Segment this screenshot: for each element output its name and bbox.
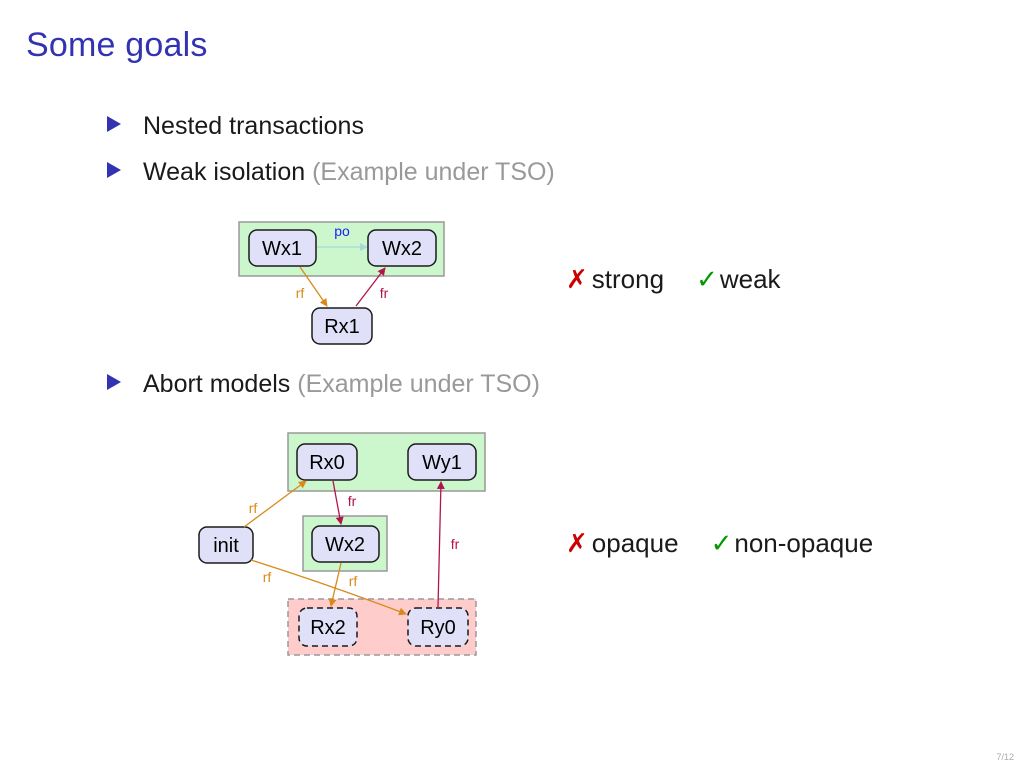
node-rx1-label: Rx1 <box>324 316 360 338</box>
node-wx2 <box>311 525 380 563</box>
bullet-arrow-icon <box>107 162 121 178</box>
fr-label-ry0-wy1: fr <box>451 536 460 552</box>
verdict-abort-models: ✗opaque ✓non-opaque <box>566 528 873 559</box>
rf-edge-wx2-rx2 <box>328 562 342 607</box>
bullet-arrow-icon <box>107 374 121 390</box>
node-wx2-label: Wx2 <box>382 238 422 260</box>
node-init <box>198 526 254 564</box>
bullet-weak-isolation: Weak isolation (Example under TSO) <box>107 158 555 187</box>
cross-icon: ✗ <box>566 528 588 558</box>
node-rx1 <box>311 307 373 345</box>
check-icon: ✓ <box>696 264 718 294</box>
node-wy1 <box>407 443 477 481</box>
node-wx1-label: Wx1 <box>262 238 302 260</box>
node-ry0 <box>407 607 469 647</box>
node-ry0-label: Ry0 <box>420 617 456 639</box>
node-rx0-label: Rx0 <box>309 452 345 474</box>
node-rx0 <box>296 443 358 481</box>
check-icon: ✓ <box>710 528 733 558</box>
rf-label-init-rx0: rf <box>249 500 258 516</box>
rf-label-wx2-rx2: rf <box>349 573 358 589</box>
bullet-note: (Example under TSO) <box>305 158 555 186</box>
verdict-fail-label: strong <box>591 264 665 294</box>
rf-label: rf <box>296 285 305 301</box>
verdict-weak-isolation: ✗strong ✓weak <box>566 264 781 295</box>
fr-edge-rx0-wx2 <box>332 480 344 525</box>
node-wy1-label: Wy1 <box>422 452 462 474</box>
rf-label-init-ry0: rf <box>263 569 272 585</box>
diagram-abort-models: Rx0 Wy1 init Wx2 Rx2 Ry0 rf fr fr rf rf <box>198 432 486 656</box>
node-rx2-label: Rx2 <box>310 617 346 639</box>
bullet-note: (Example under TSO) <box>290 370 540 398</box>
bullet-nested-transactions: Nested transactions <box>107 112 364 141</box>
diagram-weak-isolation: po Wx1 Wx2 Rx1 rf fr <box>238 221 445 345</box>
fr-label: fr <box>380 285 389 301</box>
fr-edge <box>355 267 386 307</box>
node-wx2-label: Wx2 <box>325 534 365 556</box>
bullet-text: Weak isolation <box>143 158 306 186</box>
bullet-abort-models: Abort models (Example under TSO) <box>107 370 540 399</box>
node-init-label: init <box>213 535 239 557</box>
fr-edge-ry0-wy1 <box>436 481 445 608</box>
fr-label-rx0-wx2: fr <box>348 493 357 509</box>
node-rx2 <box>298 607 358 647</box>
cross-icon: ✗ <box>566 264 588 294</box>
page-number: 7/12 <box>996 752 1014 762</box>
rf-edge-init-ry0 <box>250 559 407 616</box>
bullet-text: Nested transactions <box>143 112 364 140</box>
slide-title: Some goals <box>26 26 208 64</box>
verdict-fail-label: opaque <box>591 528 679 558</box>
rf-edge <box>299 266 328 307</box>
verdict-pass-label: weak <box>719 264 781 294</box>
po-label: po <box>334 223 350 239</box>
rf-edge-init-rx0 <box>243 480 307 528</box>
node-wx1 <box>248 229 317 267</box>
bullet-text: Abort models <box>143 370 291 398</box>
node-wx2 <box>367 229 437 267</box>
verdict-pass-label: non-opaque <box>734 528 874 558</box>
bullet-arrow-icon <box>107 116 121 132</box>
